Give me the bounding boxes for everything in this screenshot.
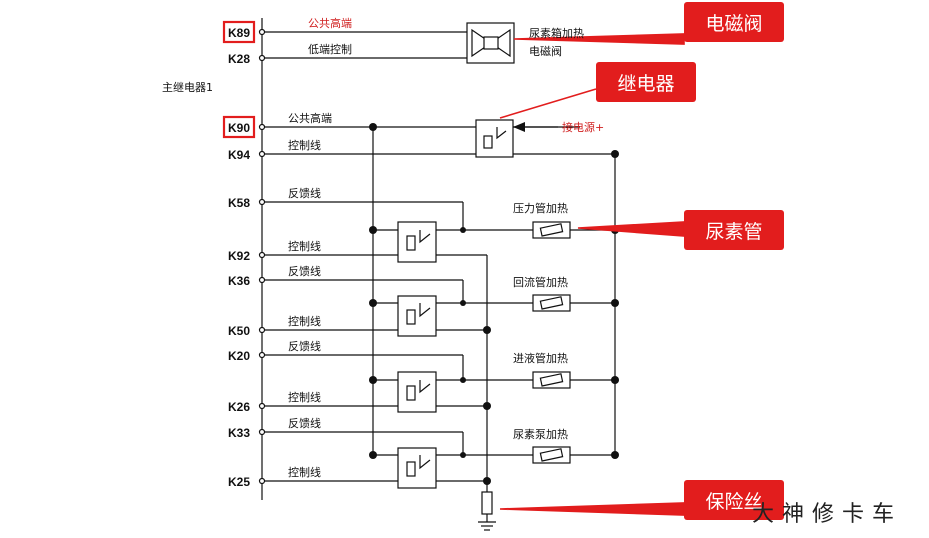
pin-k58: K58 [228, 196, 250, 210]
wire-label-k94: 控制线 [288, 138, 321, 152]
pin-k94: K94 [228, 148, 250, 162]
pin-k25: K25 [228, 475, 250, 489]
pin-k92: K92 [228, 249, 250, 263]
wire-label-k33: 反馈线 [288, 416, 321, 430]
wires [261, 18, 616, 531]
power-arrow-icon [513, 122, 525, 132]
pin-k33: K33 [228, 426, 250, 440]
pin-highlights [222, 20, 256, 139]
callout-urea-pipe: 尿素管 [684, 210, 784, 250]
heater-pump-label: 尿素泵加热 [513, 428, 568, 441]
component-labels: 尿素箱加热 电磁阀 接电源+ 压力管加热 回流管加热 进液管加热 尿素泵加热 [513, 26, 604, 441]
relay-main [475, 119, 514, 158]
callout-relay: 继电器 [596, 62, 696, 102]
wire-label-k89: 公共高端 [308, 16, 352, 30]
pin-k36: K36 [228, 274, 250, 288]
watermark: 大神修卡车 [752, 502, 903, 527]
callout-pointers [499, 33, 685, 516]
pin-k89: K89 [228, 26, 250, 40]
tank-valve-label-line2: 电磁阀 [529, 44, 562, 58]
wire-label-k20: 反馈线 [288, 339, 321, 353]
heater-return-label: 回流管加热 [513, 275, 568, 289]
pin-k90: K90 [228, 121, 250, 135]
power-in-label: 接电源+ [562, 120, 604, 134]
wire-label-k25: 控制线 [288, 465, 321, 479]
pin-labels: K89 K28 K90 K94 K58 K92 K36 K50 K20 K26 … [228, 26, 250, 489]
pin-k28: K28 [228, 52, 250, 66]
pin-terminals [258, 28, 266, 485]
heaters [532, 221, 571, 464]
relay-1 [397, 221, 437, 263]
wire-label-k50: 控制线 [288, 314, 321, 328]
wire-label-k26: 控制线 [288, 390, 321, 404]
relay-group-label: 主继电器1 [162, 81, 213, 94]
wire-label-k90: 公共高端 [288, 111, 332, 125]
wire-label-k92: 控制线 [288, 239, 321, 253]
callout-fuse: 保险丝 [684, 480, 784, 520]
tank-valve-label-line1: 尿素箱加热 [529, 26, 584, 40]
pin-k50: K50 [228, 324, 250, 338]
heater-pressure-label: 压力管加热 [513, 201, 568, 215]
pin-k20: K20 [228, 349, 250, 363]
fuse [481, 491, 493, 515]
tank-solenoid-valve [466, 22, 515, 64]
wire-labels: 公共高端 低端控制 公共高端 控制线 反馈线 控制线 反馈线 控制线 反馈线 控… [288, 16, 352, 479]
wire-label-k58: 反馈线 [288, 186, 321, 200]
relay-4 [397, 447, 437, 489]
wire-label-k36: 反馈线 [288, 264, 321, 278]
relays [397, 119, 514, 489]
wire-label-k28: 低端控制 [308, 42, 352, 56]
relay-2 [397, 295, 437, 337]
relay-3 [397, 371, 437, 413]
callout-solenoid: 电磁阀 [684, 2, 784, 42]
heater-inlet-label: 进液管加热 [513, 351, 568, 365]
pin-k26: K26 [228, 400, 250, 414]
